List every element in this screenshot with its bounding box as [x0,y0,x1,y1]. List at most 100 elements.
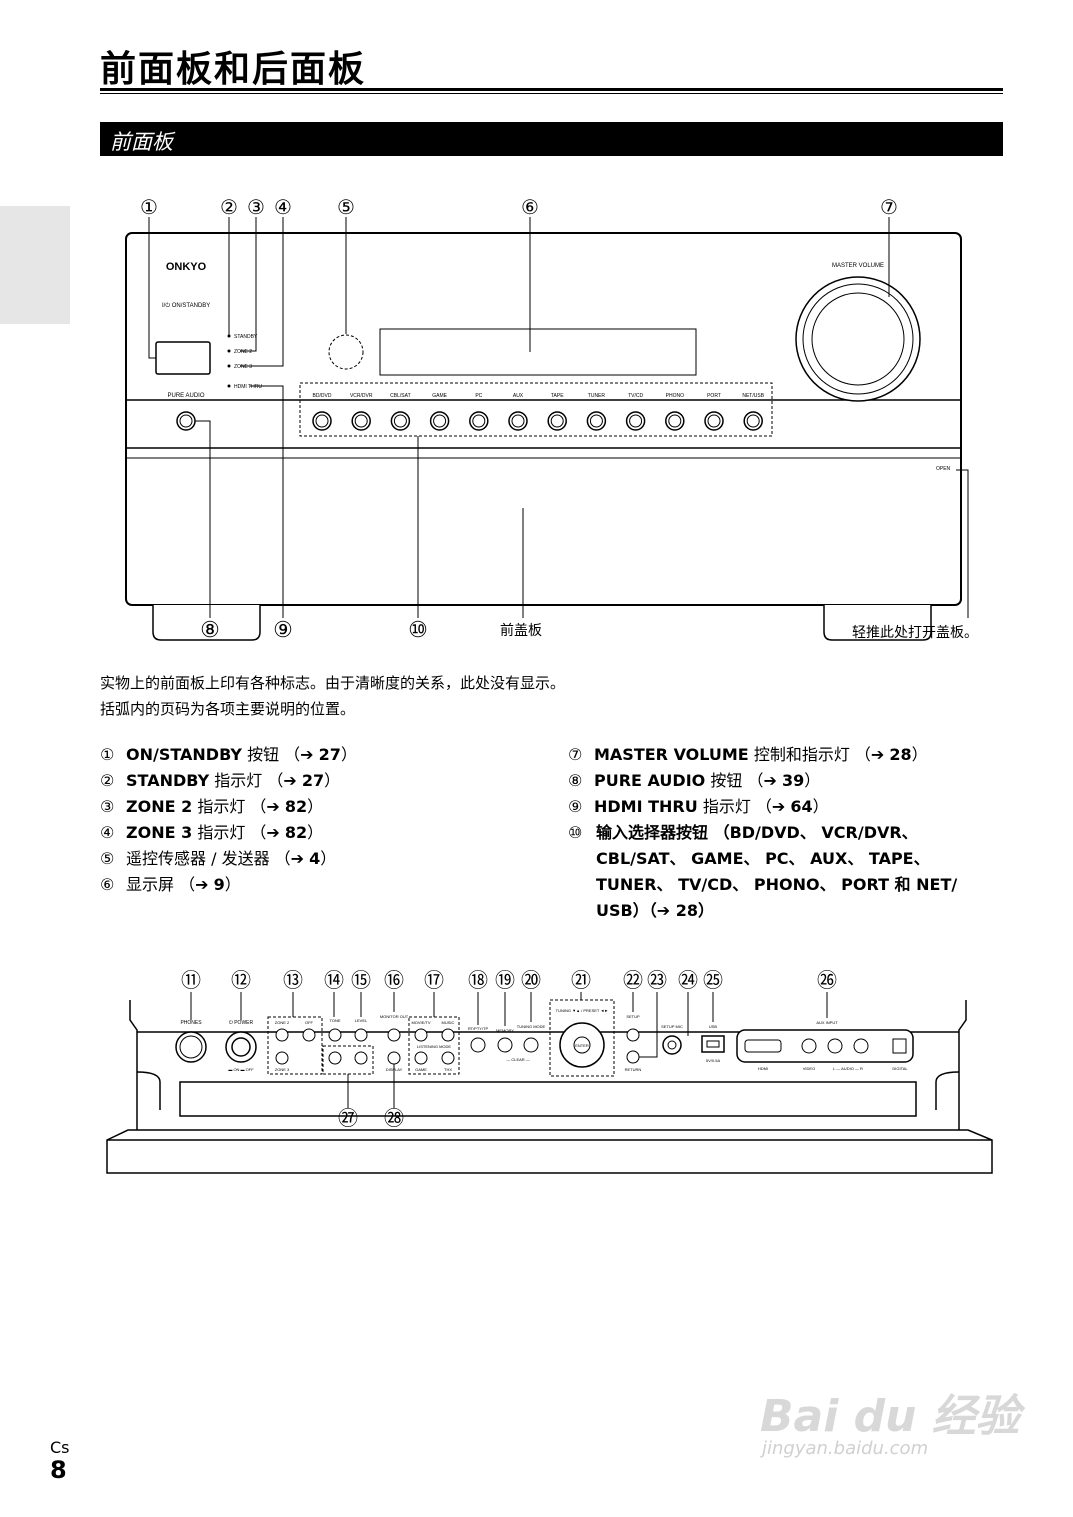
callout-28: ㉘ [384,1107,404,1130]
listening-mode-label: LISTENING MODE [417,1044,452,1049]
video-label: VIDEO [803,1066,815,1071]
zone2-button [275,1028,289,1042]
input-button-ring [629,414,643,428]
rt-pty-tp-button [470,1037,486,1053]
thx-label: THX [444,1067,452,1072]
memory-label: MEMORY [496,1028,514,1033]
callout-5: ⑤ [337,197,355,219]
return-label: RETURN [625,1067,642,1072]
chassis-outline [125,232,962,606]
callout-8: ⑧ [200,617,220,642]
zone2-label: ZONE 2 [275,1020,290,1025]
callout-13: ⑬ [283,969,303,992]
callout-7: ⑦ [880,197,898,219]
input-button-label: BD/DVD [313,393,332,399]
input-button-label: GAME [432,393,447,399]
plus-button [354,1051,368,1065]
callout-16: ⑯ [384,969,404,992]
setup-mic-jack [662,1035,682,1055]
return-button [626,1050,640,1064]
phones-label: PHONES [180,1020,202,1026]
callout-17: ⑰ [424,969,444,992]
enter-label: ENTER [575,1043,589,1048]
hdmi-thru-label: HDMI THRU [234,384,262,390]
tuning-mode-label: TUNING MODE [517,1024,546,1029]
callout-4: ④ [274,197,292,219]
input-button-label: TUNER [588,393,606,399]
callout-23: ㉓ [647,969,667,992]
movie-tv-label: MOVIE/TV [411,1020,430,1025]
callout-12: ⑫ [231,969,251,992]
zone2-label: ZONE 2 [234,349,252,355]
aux-input-label: AUX INPUT [816,1020,838,1025]
input-button-label: NET/USB [742,393,764,399]
input-selector-group [299,382,773,437]
setup-label: SETUP [626,1014,640,1019]
aux-input-panel [736,1029,914,1063]
level-label: LEVEL [355,1018,368,1023]
input-button-label: AUX [513,393,524,399]
rear-callouts-bottom: ㉗ ㉘ [338,1107,404,1130]
left-foot [152,605,261,641]
input-button-ring [589,414,603,428]
watermark-url: jingyan.baidu.com [762,1438,929,1459]
audio-l-input-jack [827,1038,843,1054]
input-button-label: VCR/DVR [350,393,373,399]
callout-leaders [148,217,969,618]
callouts-top: ① ② ③ ④ ⑤ ⑥ ⑦ [140,197,898,219]
input-button-ring [472,414,486,428]
level-button [354,1028,368,1042]
callout-27: ㉗ [338,1107,358,1130]
callout-20: ⑳ [521,969,541,992]
callout-18: ⑱ [468,969,488,992]
zone3-led [227,364,231,368]
page-lang-code: Cs [50,1438,70,1457]
input-button-ring [707,414,721,428]
callout-22: ㉒ [623,969,643,992]
input-button-label: TV/CD [628,393,643,399]
on-standby-label: I/⏻ ON/STANDBY [162,302,210,309]
standby-label: STANDBY [234,334,258,340]
input-button-ring [354,414,368,428]
music-button [441,1028,455,1042]
input-button-ring [668,414,682,428]
input-button-ring [550,414,564,428]
display-button [387,1051,401,1065]
memory-button [497,1037,513,1053]
input-button-label: CBL/SAT [390,393,410,399]
setup-button [626,1028,640,1042]
rt-pty-tp-label: RT/PTY/TP [468,1026,489,1031]
digital-label: DIGITAL [892,1066,908,1071]
callout-11: ⑪ [181,969,201,992]
monitor-out-label: MONITOR OUT [380,1014,409,1019]
clear-label: — CLEAR — [506,1057,530,1062]
section-bar [100,122,1003,156]
callout-15: ⑮ [351,969,371,992]
callout-26: ㉖ [817,969,837,992]
title-rule-thin [100,93,1003,94]
game-button [414,1051,428,1065]
audio-label: L — AUDIO — R [833,1066,863,1071]
game-label: GAME [415,1067,427,1072]
input-button-ring [746,414,760,428]
usb-rating-label: 5V/0.5A [706,1058,721,1063]
tuning-mode-button [523,1037,539,1053]
open-label: OPEN [936,466,951,472]
tuning-preset-label: TUNING ▼▲ / PRESET ◄► [556,1008,609,1013]
power-label: ⏻ POWER [229,1020,254,1026]
input-button-ring [511,414,525,428]
front-cover-label: 前盖板 [500,622,542,638]
setup-mic-label: SETUP MIC [661,1024,683,1029]
sub-panel-frame [106,1000,993,1174]
callout-2: ② [220,197,238,219]
zone3-button [275,1051,289,1065]
tone-label: TONE [329,1018,340,1023]
